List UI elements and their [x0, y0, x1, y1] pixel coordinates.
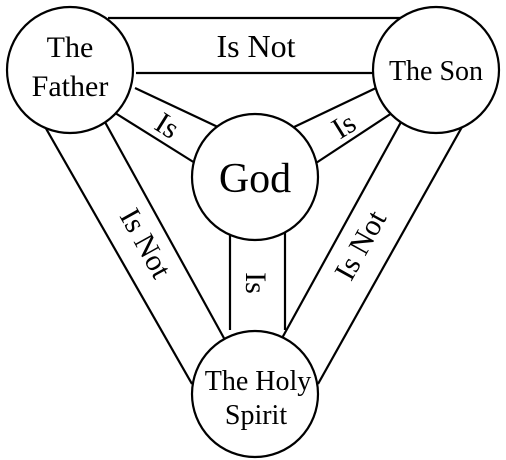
link-spirit-god-label: Is	[239, 272, 272, 294]
band-father-son	[108, 16, 410, 75]
band-son-god	[291, 87, 396, 164]
node-father-label-line2: Father	[32, 70, 109, 103]
node-spirit-label-line1: The Holy	[205, 366, 312, 397]
link-son-god-label: Is	[326, 106, 362, 145]
band-spirit-god	[228, 226, 287, 330]
link-father-god-label: Is	[149, 106, 185, 145]
band-father-spirit	[39, 112, 226, 385]
link-son-spirit-label: Is Not	[328, 204, 393, 285]
band-father-god	[111, 87, 221, 164]
node-spirit-circle	[190, 329, 320, 459]
node-god-circle	[190, 112, 320, 242]
node-father-circle	[5, 5, 135, 135]
link-father-son-label: Is Not	[216, 28, 295, 64]
node-son-label: The Son	[389, 56, 483, 87]
node-son-circle	[371, 5, 501, 135]
link-father-spirit-label: Is Not	[113, 203, 178, 284]
node-god-label: God	[219, 156, 291, 202]
node-spirit-label-line2: Spirit	[225, 400, 287, 431]
band-son-spirit	[280, 112, 468, 385]
node-father-label-line1: The	[47, 31, 94, 64]
